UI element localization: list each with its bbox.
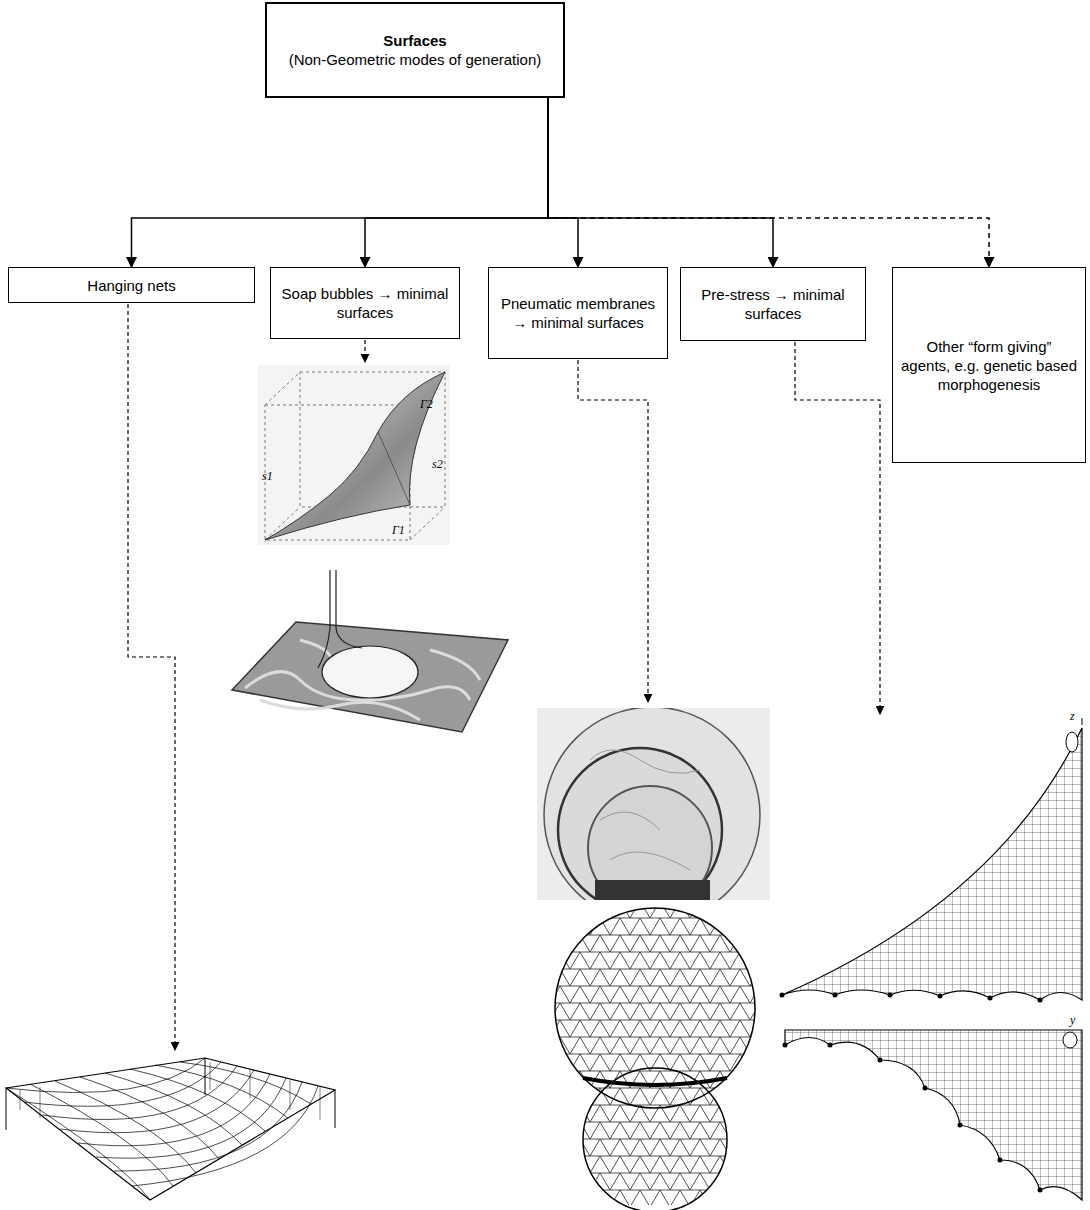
prestress-net <box>778 718 1086 1206</box>
category-box: Other “form giving” agents, e.g. genetic… <box>892 267 1086 463</box>
hanging-net <box>6 1058 335 1200</box>
tree-connector <box>548 98 989 267</box>
symbol-label: z <box>1070 710 1075 723</box>
tree-connector <box>365 98 548 267</box>
symbol-label: Γ2 <box>420 398 433 411</box>
category-box: Soap bubbles → minimal surfaces <box>270 267 460 339</box>
box-text: Pre-stress → minimal surfaces <box>689 285 857 323</box>
root-box: Surfaces(Non-Geometric modes of generati… <box>265 2 565 98</box>
soap-film-cube <box>258 365 450 545</box>
box-text: Soap bubbles → minimal surfaces <box>279 284 451 322</box>
box-heading: Surfaces <box>383 31 446 50</box>
category-box: Hanging nets <box>8 267 255 303</box>
box-text: Hanging nets <box>87 276 175 295</box>
box-text: Pneumatic membranes → minimal surfaces <box>497 294 659 332</box>
double-bubble-mesh <box>548 905 763 1210</box>
bubble-photo <box>537 707 770 923</box>
soap-film-photo <box>232 570 508 732</box>
tree-connector <box>132 98 549 267</box>
category-box: Pre-stress → minimal surfaces <box>680 267 866 341</box>
tree-connector <box>548 98 773 267</box>
leader-lines <box>128 304 880 1050</box>
symbol-label: Γ1 <box>392 524 405 537</box>
box-text: Other “form giving” agents, e.g. genetic… <box>901 337 1077 394</box>
tree-connector <box>548 98 578 267</box>
symbol-label: y <box>1070 1014 1075 1027</box>
symbol-label: s1 <box>262 470 273 483</box>
symbol-label: s2 <box>432 458 443 471</box>
box-text: (Non-Geometric modes of generation) <box>289 50 542 69</box>
category-box: Pneumatic membranes → minimal surfaces <box>488 267 668 359</box>
